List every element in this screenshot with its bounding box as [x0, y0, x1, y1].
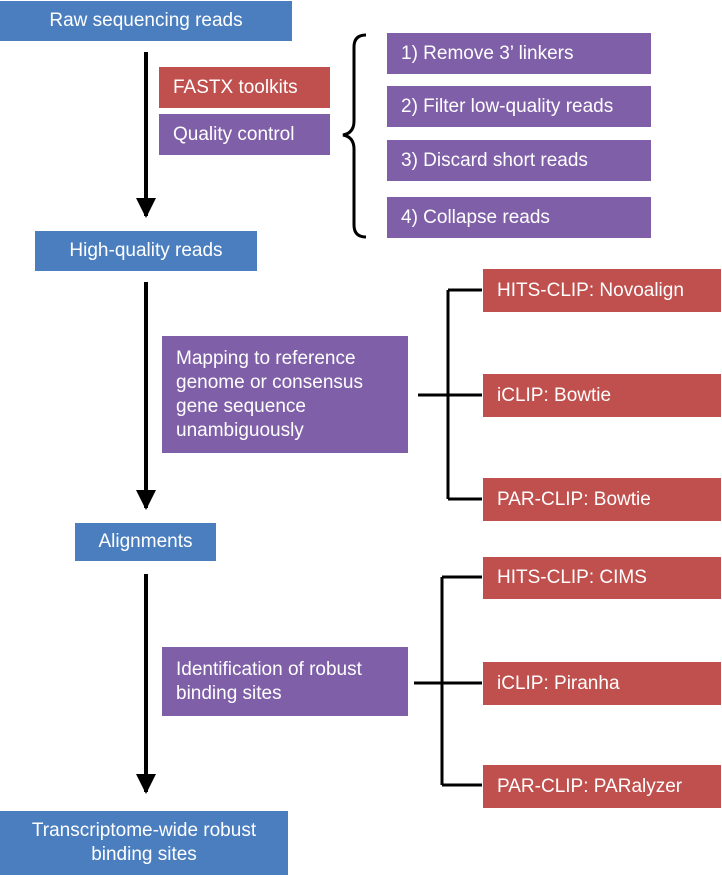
qc-step: 2) Filter low-quality reads — [387, 86, 651, 127]
identification-box: Identification of robust binding sites — [162, 647, 408, 716]
stage-alignments-label: Alignments — [98, 531, 193, 552]
quality-control-box: Quality control — [159, 114, 330, 155]
qc-step-label: 4) Collapse reads — [401, 206, 550, 228]
qc-step: 1) Remove 3’ linkers — [387, 33, 651, 74]
identification-tool: iCLIP: Piranha — [483, 662, 721, 705]
qc-step: 4) Collapse reads — [387, 197, 651, 238]
fastx-toolkits-label: FASTX toolkits — [173, 76, 298, 98]
mapping-tool-label: PAR-CLIP: Bowtie — [497, 488, 651, 510]
identification-tool-label: iCLIP: Piranha — [497, 672, 620, 694]
identification-bracket — [414, 575, 482, 787]
qc-step-label: 1) Remove 3’ linkers — [401, 42, 574, 64]
mapping-bracket — [418, 288, 482, 501]
identification-tool-label: HITS-CLIP: CIMS — [497, 567, 647, 588]
qc-step-label: 2) Filter low-quality reads — [401, 95, 614, 117]
stage-binding-sites: Transcriptome-wide robust binding sites — [0, 811, 288, 875]
mapping-tool-label: HITS-CLIP: Novoalign — [497, 279, 684, 301]
stage-binding-sites-label: Transcriptome-wide robust binding sites — [31, 820, 257, 865]
mapping-tool: PAR-CLIP: Bowtie — [483, 478, 721, 521]
identification-label: Identification of robust binding sites — [176, 658, 362, 704]
stage-raw-reads-label: Raw sequencing reads — [49, 10, 243, 31]
stage-alignments: Alignments — [75, 523, 216, 561]
qc-brace — [342, 33, 367, 239]
quality-control-label: Quality control — [173, 123, 295, 145]
identification-tool-label: PAR-CLIP: PARalyzer — [497, 775, 683, 797]
mapping-tool: HITS-CLIP: Novoalign — [483, 269, 721, 312]
identification-tool: PAR-CLIP: PARalyzer — [483, 765, 721, 808]
identification-tool: HITS-CLIP: CIMS — [483, 557, 721, 599]
stage-high-quality-reads: High-quality reads — [35, 231, 257, 271]
stage-high-quality-label: High-quality reads — [69, 240, 223, 261]
mapping-tool: iCLIP: Bowtie — [483, 374, 721, 417]
mapping-tool-label: iCLIP: Bowtie — [497, 384, 612, 406]
mapping-box: Mapping to reference genome or consensus… — [162, 336, 408, 453]
stage-raw-reads: Raw sequencing reads — [0, 1, 292, 41]
fastx-toolkits-box: FASTX toolkits — [159, 67, 330, 108]
qc-step-label: 3) Discard short reads — [401, 149, 588, 171]
qc-step: 3) Discard short reads — [387, 140, 651, 181]
mapping-label: Mapping to reference genome or consensus… — [176, 347, 363, 441]
